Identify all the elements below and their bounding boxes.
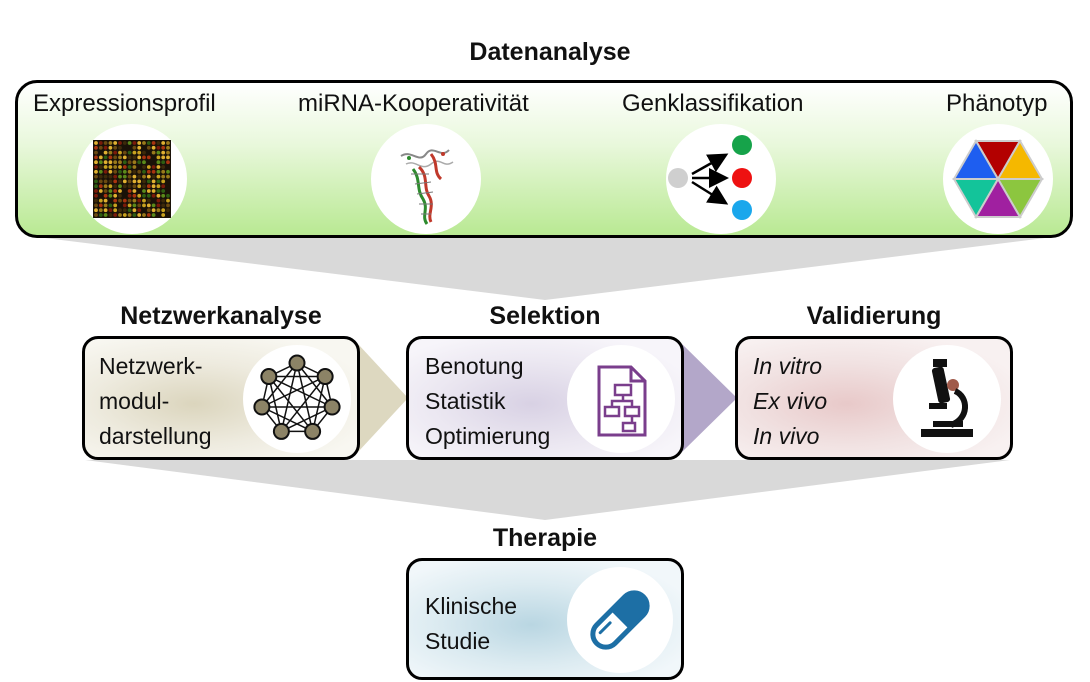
validation-line-1: In vitro <box>753 353 823 379</box>
network-line-3: darstellung <box>99 423 212 449</box>
rna-structure-icon <box>371 124 481 234</box>
microarray-icon <box>77 124 187 234</box>
therapy-line-2: Studie <box>425 628 491 654</box>
label-phenotype: Phänotyp <box>946 90 1048 117</box>
arrow-network-to-selection <box>358 344 408 452</box>
label-gene-classification: Genklassifikation <box>622 90 804 117</box>
network-graph-icon <box>243 345 351 453</box>
bottom-funnel <box>85 460 1010 520</box>
validation-line-2: Ex vivo <box>753 388 828 414</box>
microscope-icon <box>893 345 1001 453</box>
data-analysis-panel <box>15 80 1073 238</box>
validation-title: Validierung <box>806 302 942 330</box>
validation-box: In vitro Ex vivo In vivo <box>735 336 1013 460</box>
therapy-box: Klinische Studie <box>406 558 684 680</box>
selection-line-3: Optimierung <box>425 423 551 449</box>
therapy-title: Therapie <box>492 524 598 552</box>
therapy-line-1: Klinische <box>425 593 518 619</box>
top-funnel <box>45 238 1045 300</box>
flowchart-document-icon <box>567 345 675 453</box>
arrow-selection-to-validation <box>682 344 737 452</box>
network-line-1: Netzwerk- <box>99 353 203 379</box>
network-analysis-box: Netzwerk- modul- darstellung <box>82 336 360 460</box>
selection-box: Benotung Statistik Optimierung <box>406 336 684 460</box>
selection-title: Selektion <box>489 302 601 330</box>
network-line-2: modul- <box>99 388 170 414</box>
data-analysis-title: Datenanalyse <box>469 38 631 66</box>
validation-line-3: In vivo <box>753 423 820 449</box>
capsule-icon <box>567 567 673 673</box>
selection-line-2: Statistik <box>425 388 506 414</box>
label-mirna-cooperativity: miRNA-Kooperativität <box>298 90 529 117</box>
network-analysis-title: Netzwerkanalyse <box>120 302 322 330</box>
classification-arrows-icon <box>666 124 776 234</box>
label-expression-profile: Expressionsprofil <box>33 90 216 117</box>
selection-line-1: Benotung <box>425 353 524 379</box>
hexagon-triangles-icon <box>943 124 1053 234</box>
